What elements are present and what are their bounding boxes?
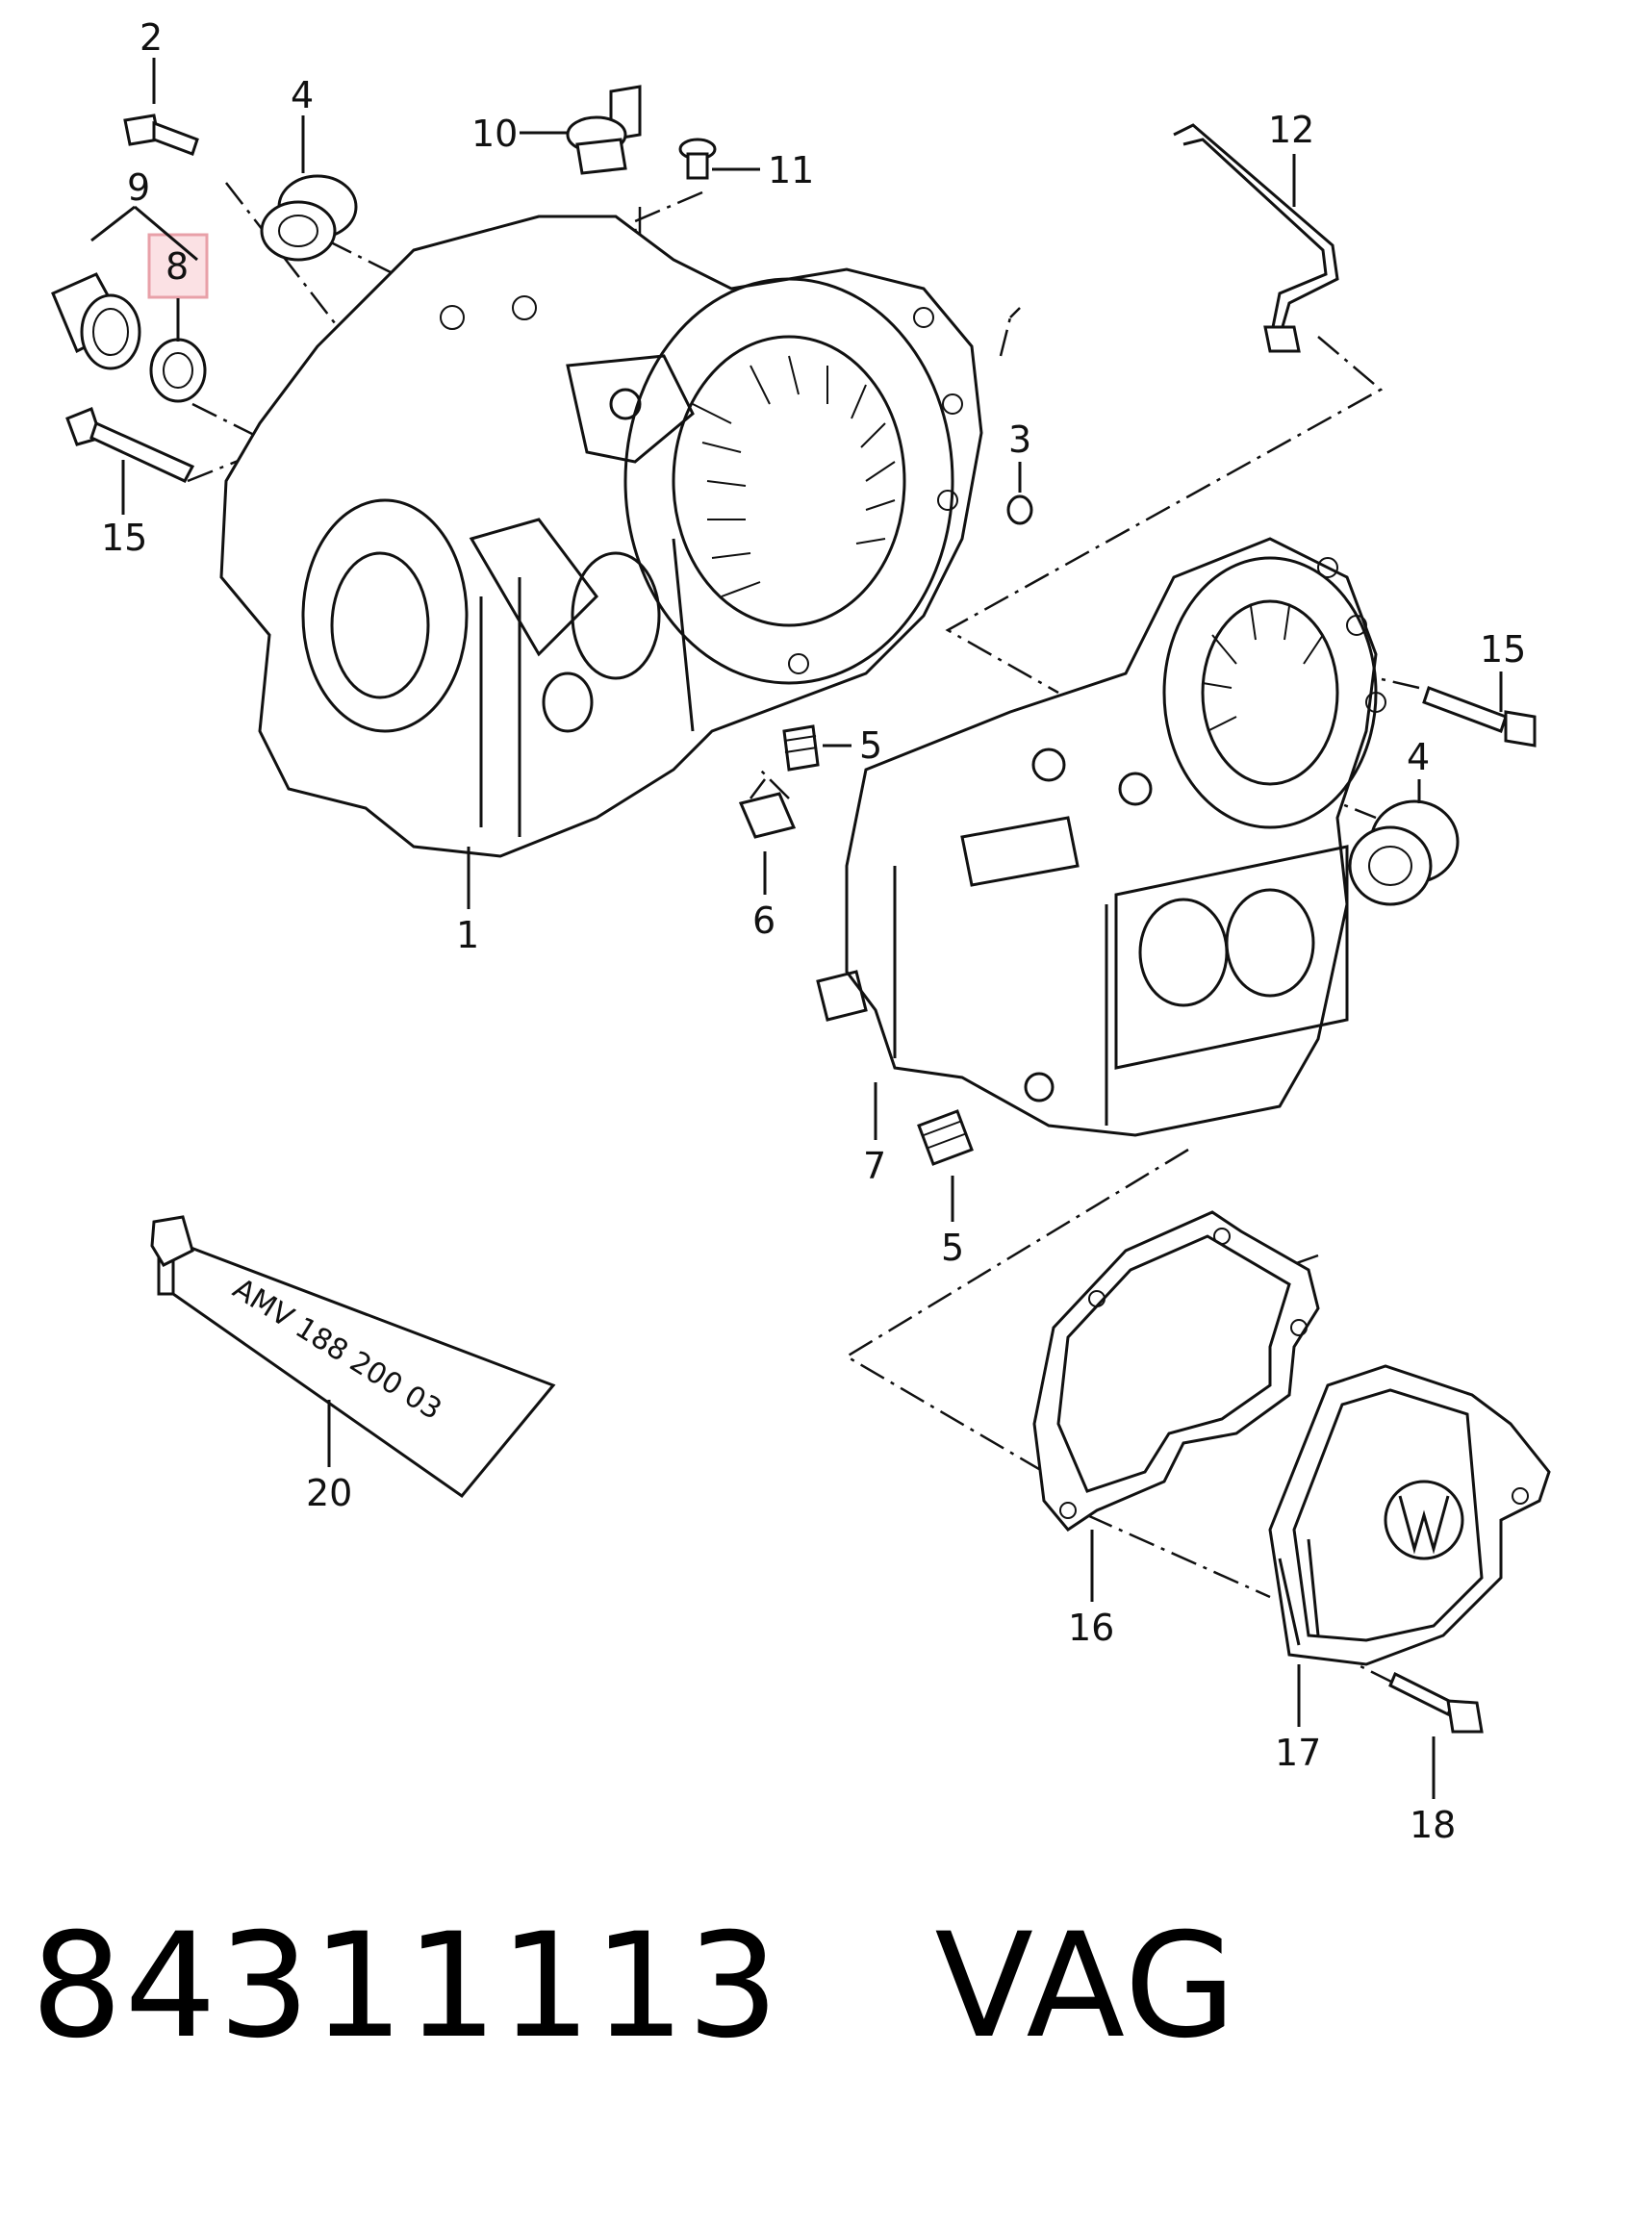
callout-11: 11 xyxy=(768,149,814,191)
leader-lines xyxy=(90,58,1503,1799)
end-cover-part-17 xyxy=(1268,1364,1551,1666)
seal-part-8 xyxy=(149,338,207,403)
seal-part-4-right xyxy=(1348,799,1460,906)
bolt-part-18 xyxy=(1388,1671,1484,1734)
callout-16: 16 xyxy=(1068,1607,1114,1649)
plug-part-11 xyxy=(678,138,717,180)
sealant-tube-part-20: AMV 188 200 03 xyxy=(150,1215,556,1499)
callout-18: 18 xyxy=(1410,1804,1456,1846)
plug-part-10 xyxy=(566,85,642,175)
callout-15-left: 15 xyxy=(101,517,147,559)
callout-10: 10 xyxy=(471,113,518,155)
callout-17: 17 xyxy=(1275,1732,1321,1774)
part-number: 84311113 xyxy=(31,1903,781,2070)
callout-9: 9 xyxy=(127,166,150,209)
callout-2: 2 xyxy=(140,16,163,59)
gearbox-housing-part-7 xyxy=(816,537,1386,1137)
spring-part-5-top xyxy=(782,724,820,772)
callout-6: 6 xyxy=(752,900,775,942)
gearbox-housing-part-1 xyxy=(219,215,983,858)
callout-4-right: 4 xyxy=(1407,736,1430,778)
nut-part-3 xyxy=(1006,494,1033,525)
gasket-part-16 xyxy=(1032,1210,1320,1532)
callout-1: 1 xyxy=(456,914,479,956)
callout-4-top: 4 xyxy=(291,74,314,116)
vent-pipe-part-12 xyxy=(1173,123,1339,353)
callout-12: 12 xyxy=(1268,109,1314,151)
brand-name: VAG xyxy=(934,1903,1238,2070)
bush-part-9 xyxy=(51,272,141,370)
callout-3: 3 xyxy=(1008,418,1031,461)
callout-20: 20 xyxy=(306,1472,352,1514)
seal-part-4-top xyxy=(260,174,358,262)
callout-8: 8 xyxy=(165,245,189,288)
callout-labels: 2 4 10 11 12 9 8 15 3 15 4 5 6 1 7 5 20 … xyxy=(101,16,1526,1846)
callout-5-top: 5 xyxy=(859,724,882,767)
callout-7: 7 xyxy=(863,1145,886,1187)
block-part-6 xyxy=(738,792,797,839)
spring-part-5-bottom xyxy=(917,1109,974,1166)
bolt-part-15-left xyxy=(65,407,195,483)
callout-5-bottom: 5 xyxy=(941,1227,964,1269)
callout-15-right: 15 xyxy=(1480,628,1526,671)
bolt-part-2 xyxy=(123,114,199,156)
bolt-part-15-right xyxy=(1422,686,1537,748)
